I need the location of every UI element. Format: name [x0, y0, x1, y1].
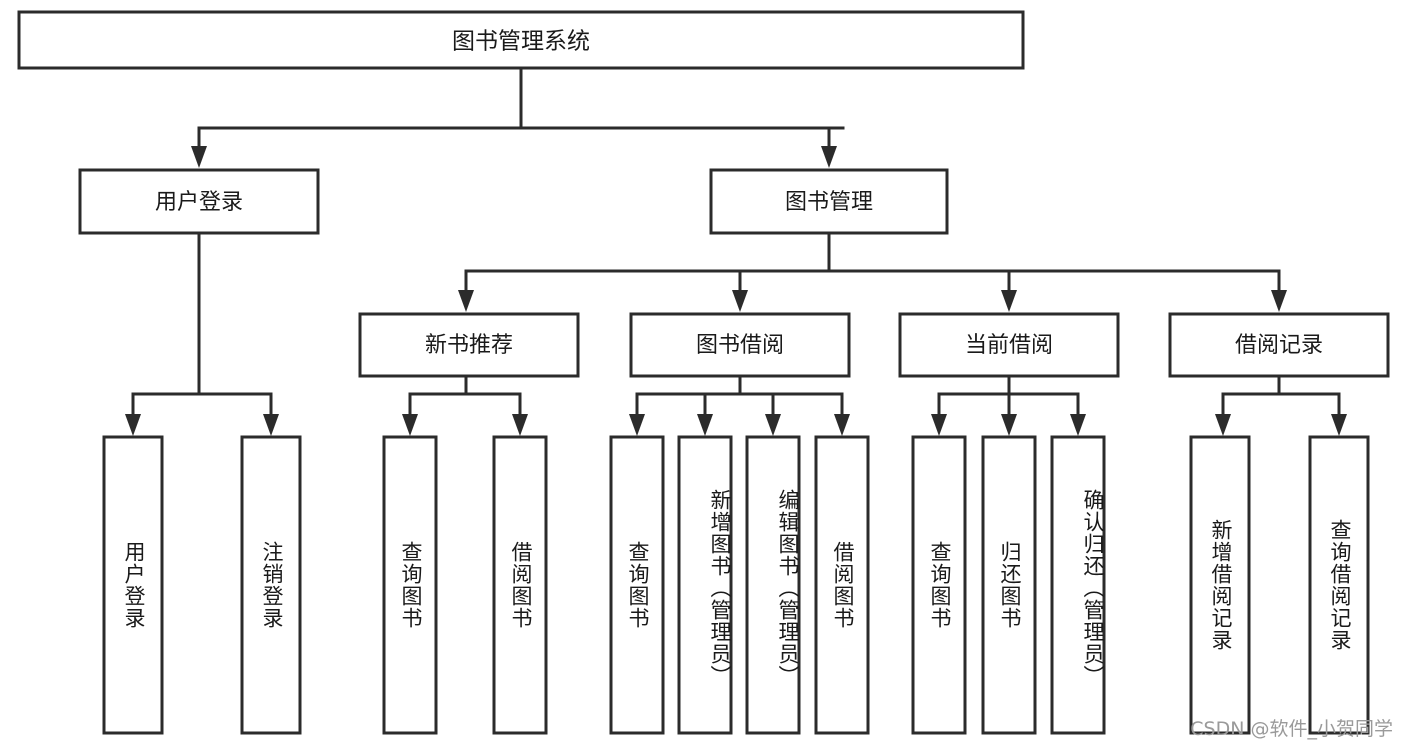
leaf-box-return-book[interactable]: [981, 435, 1037, 735]
leaf-box-confirm-return[interactable]: [1050, 435, 1106, 735]
connector-user-login-to-leaves: [125, 231, 279, 436]
node-root[interactable]: 图书管理系统: [17, 10, 1025, 70]
connector-root-to-level2: [191, 66, 845, 168]
leaf-box-borrow-book-1[interactable]: [492, 435, 548, 735]
node-book-management[interactable]: 图书管理: [709, 168, 949, 235]
node-user-login-label: 用户登录: [155, 190, 243, 215]
leaf-box-edit-book[interactable]: [745, 435, 801, 735]
node-root-label: 图书管理系统: [452, 29, 590, 55]
leaf-box-borrow-book-2[interactable]: [814, 435, 870, 735]
node-borrow-record-label: 借阅记录: [1235, 333, 1323, 358]
node-current-borrow-label: 当前借阅: [965, 333, 1053, 358]
connector-borrow-record-to-leaves: [1215, 374, 1347, 436]
leaf-box-add-record[interactable]: [1189, 435, 1251, 735]
node-user-login[interactable]: 用户登录: [78, 168, 320, 235]
connector-new-book-to-leaves: [402, 374, 528, 436]
connector-current-borrow-to-leaves: [931, 374, 1086, 436]
node-borrow-record[interactable]: 借阅记录: [1168, 312, 1390, 378]
node-book-borrow-label: 图书借阅: [696, 333, 784, 358]
leaf-box-add-book[interactable]: [677, 435, 733, 735]
node-book-management-label: 图书管理: [785, 190, 873, 215]
connector-level2-to-level3: [458, 231, 1287, 312]
leaf-box-query-record[interactable]: [1308, 435, 1370, 735]
node-current-borrow[interactable]: 当前借阅: [898, 312, 1120, 378]
leaf-box-query-book-2[interactable]: [609, 435, 665, 735]
node-book-borrow[interactable]: 图书借阅: [629, 312, 851, 378]
node-new-book-recommend-label: 新书推荐: [425, 333, 513, 358]
leaf-boxes: [102, 435, 1370, 735]
leaf-box-user-login[interactable]: [102, 435, 164, 735]
node-new-book-recommend[interactable]: 新书推荐: [358, 312, 580, 378]
leaf-box-query-book-1[interactable]: [382, 435, 438, 735]
connector-book-borrow-to-leaves: [629, 374, 850, 436]
leaf-box-query-book-3[interactable]: [911, 435, 967, 735]
leaf-box-logout[interactable]: [240, 435, 302, 735]
